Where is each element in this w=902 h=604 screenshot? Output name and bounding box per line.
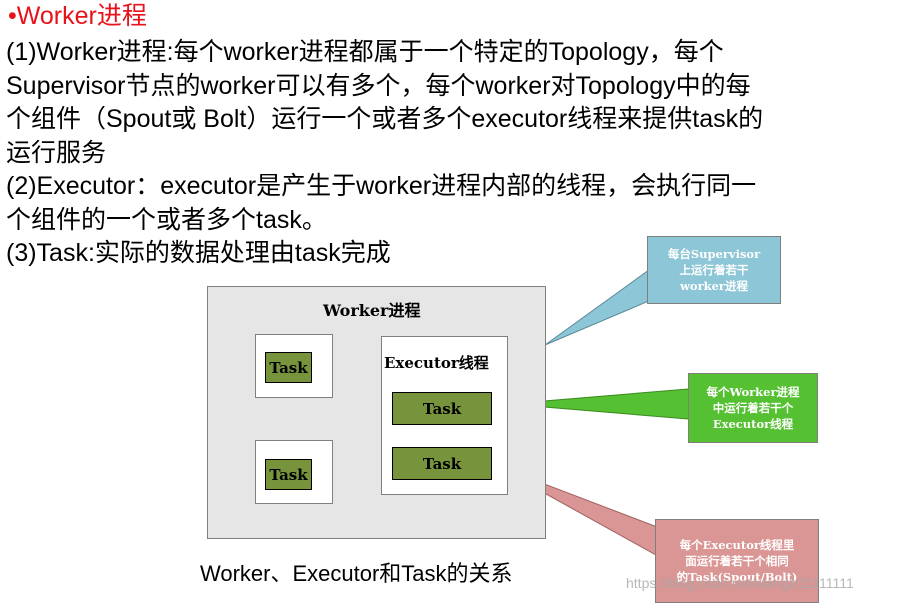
callout-line: Executor线程	[712, 417, 794, 431]
callout-executor: 每个Executor线程里 面运行着若干个相同 的Task(Spout/Bolt…	[655, 519, 819, 603]
callout-line: 上运行着若干	[679, 263, 749, 277]
callout-supervisor: 每台Supervisor 上运行着若干 worker进程	[647, 236, 781, 304]
task-box-3: Task	[392, 392, 492, 425]
executor-thread-label: Executor线程	[384, 354, 489, 372]
callout-line: 面运行着若干个相同	[685, 554, 789, 568]
body-text: (1)Worker进程:每个worker进程都属于一个特定的Topology，每…	[6, 36, 896, 271]
body-line: Supervisor节点的worker可以有多个，每个worker对Topolo…	[6, 71, 751, 100]
task-box-2: Task	[265, 459, 312, 490]
worker-process-label: Worker进程	[323, 301, 421, 320]
callout-line: 每个Worker进程	[706, 385, 800, 399]
callout-line: 的Task(Spout/Bolt)	[676, 570, 798, 584]
body-line: (3)Task:实际的数据处理由task完成	[6, 239, 391, 267]
callout-line: 每台Supervisor	[667, 247, 761, 261]
body-line: (1)Worker进程:每个worker进程都属于一个特定的Topology，每…	[6, 38, 724, 66]
callout-line: 每个Executor线程里	[679, 538, 795, 552]
callout-line: worker进程	[680, 279, 748, 293]
body-line: (2)Executor：executor是产生于worker进程内部的线程，会执…	[6, 172, 757, 200]
watermark: https://blog.csdn.net/wangzi11111111	[626, 575, 854, 591]
body-line: 运行服务	[6, 138, 107, 167]
body-line: 个组件（Spout或 Bolt）运行一个或者多个executor线程来提供tas…	[6, 105, 764, 133]
task-box-1: Task	[265, 352, 312, 383]
task-box-4: Task	[392, 447, 492, 480]
callout-line: 中运行着若干个	[712, 401, 794, 415]
diagram-caption: Worker、Executor和Task的关系	[200, 561, 513, 586]
body-line: 个组件的一个或者多个task。	[6, 205, 327, 234]
section-heading: •Worker进程	[8, 2, 147, 30]
callout-worker: 每个Worker进程 中运行着若干个 Executor线程	[688, 373, 818, 443]
